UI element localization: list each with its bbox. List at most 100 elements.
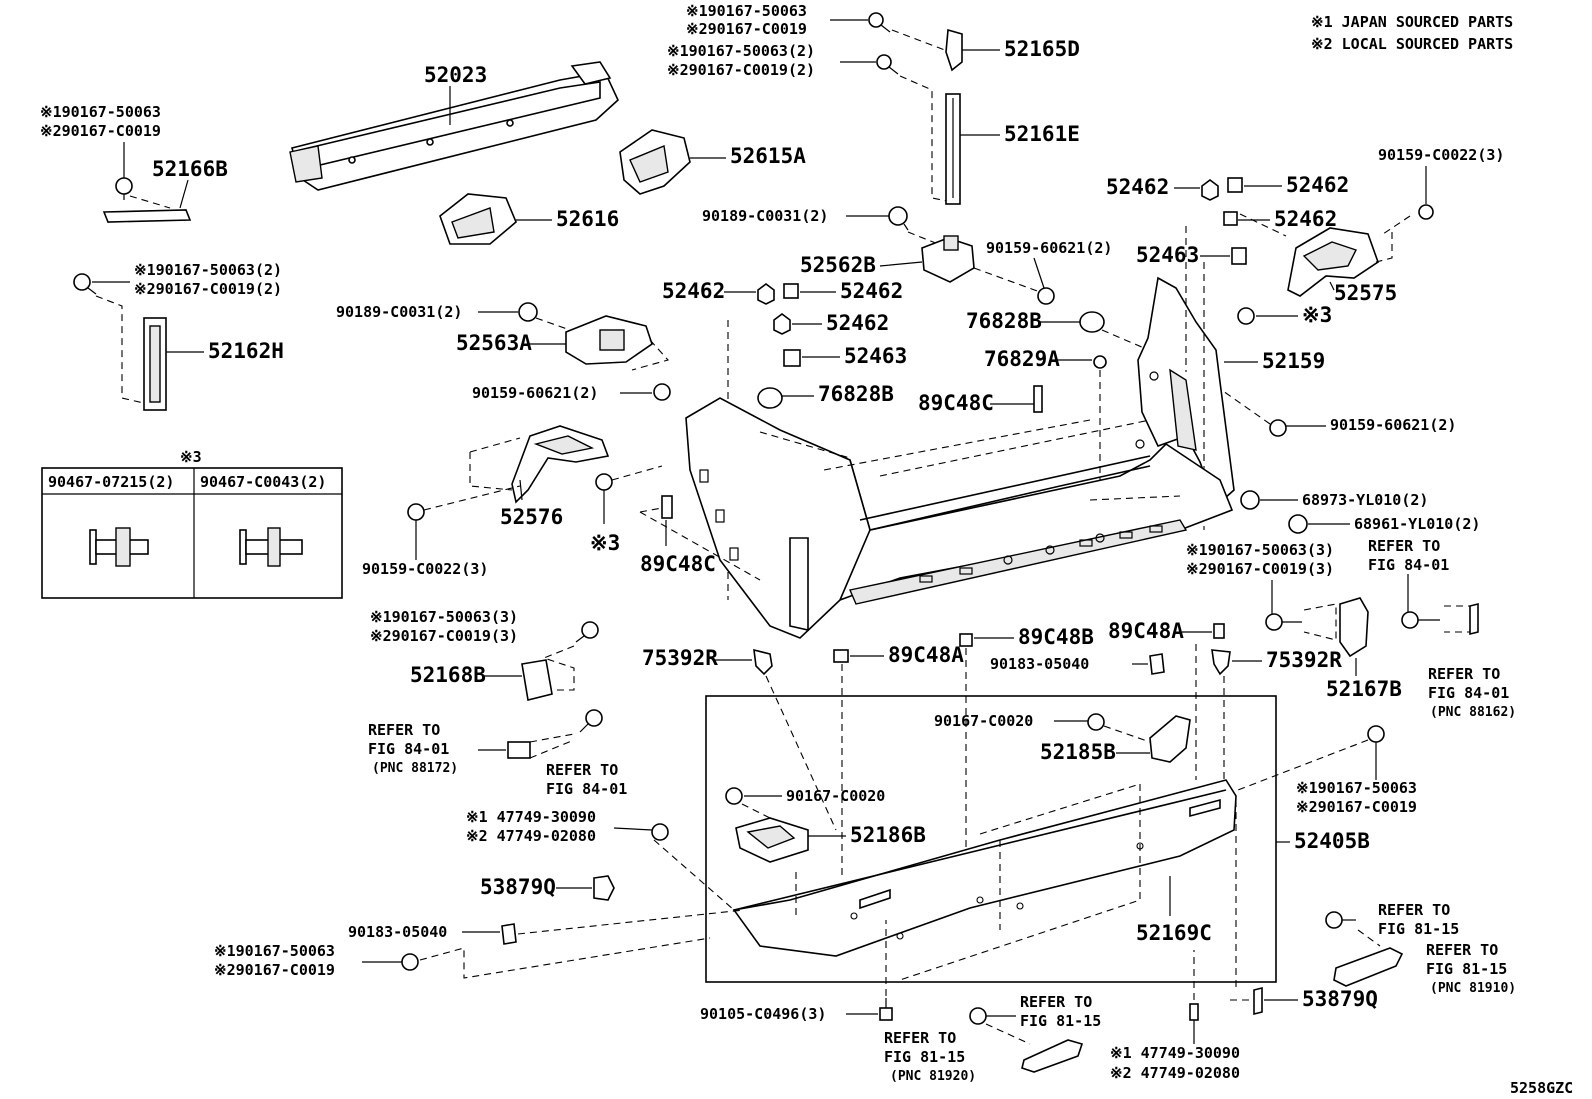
refer-84-01-d1: REFER TO (546, 761, 618, 779)
label-52168b: 52168B (410, 663, 486, 687)
refer-81-15-a2: FIG 81-15 (1378, 920, 1459, 938)
label-52186b: 52186B (850, 823, 926, 847)
screw-icon (1237, 307, 1255, 325)
screw-icon (1269, 419, 1287, 437)
label-47749-c: ※1 47749-30090 (1110, 1044, 1240, 1062)
clip-icon (1469, 602, 1479, 636)
bracket-52576 (511, 425, 610, 504)
connector-icon (507, 741, 531, 759)
screw-icon (1367, 725, 1385, 780)
label-52159: 52159 (1262, 349, 1325, 373)
screw-icon (868, 12, 891, 33)
label-90183-05040-b: 90183-05040 (348, 923, 447, 941)
reflector-53879q (593, 875, 615, 901)
label-68973: 68973-YL010(2) (1302, 491, 1428, 509)
label-52168b-b: ※290167-C0019(3) (370, 627, 518, 645)
label-90159-60621-c: 90159-60621(2) (1330, 416, 1456, 434)
screw-icon (595, 473, 613, 491)
clip-icon (783, 349, 801, 367)
screw-icon (518, 302, 538, 322)
refer-84-01-a1: REFER TO (1368, 537, 1440, 555)
label-53879q-b: 53879Q (1302, 987, 1378, 1011)
clip-icon (959, 633, 973, 647)
screw-icon (575, 621, 599, 643)
nut-icon (1201, 179, 1219, 201)
label-52405b: 52405B (1294, 829, 1370, 853)
label-89c48b: 89C48B (1018, 625, 1094, 649)
label-52165d-c: ※190167-50063(2) (667, 42, 815, 60)
label-52405b-a: ※190167-50063 (1296, 779, 1417, 797)
screw-icon (1418, 204, 1434, 220)
label-90167-c0020-a: 90167-C0020 (934, 712, 1033, 730)
legend-table (41, 467, 343, 599)
screw-icon (725, 787, 743, 805)
label-89c48a-b: 89C48A (1108, 619, 1184, 643)
sensor-bracket-52563a (565, 315, 653, 365)
seal-52166b (102, 209, 192, 223)
label-52165d-b: ※290167-C0019 (686, 20, 807, 38)
label-90105-c0496: 90105-C0496(3) (700, 1005, 826, 1023)
label-90189-c0031-a: 90189-C0031(2) (702, 207, 828, 225)
clip-icon (239, 527, 303, 567)
clip-icon (753, 648, 773, 676)
clip-icon (1231, 247, 1247, 265)
label-marker3-b: ※3 (590, 531, 620, 555)
screw-icon (1325, 911, 1356, 929)
cover-52167b (1339, 597, 1369, 658)
label-52168b-a: ※190167-50063(3) (370, 608, 518, 626)
legend-marker: ※3 (180, 448, 202, 466)
label-76829a: 76829A (984, 347, 1060, 371)
retainer-52159 (1137, 276, 1235, 508)
pnc-81920: (PNC 81920) (890, 1069, 976, 1084)
clip-icon (1211, 649, 1231, 676)
clip-icon (89, 527, 149, 567)
clip-52165d (945, 28, 963, 72)
label-52162h-b: ※290167-C0019(2) (134, 280, 282, 298)
nut-icon (1227, 177, 1243, 193)
label-52405b-b: ※290167-C0019 (1296, 798, 1417, 816)
screw-icon (876, 54, 899, 75)
nut-icon (1288, 514, 1308, 534)
clip-icon (833, 649, 849, 663)
label-bot-b: ※290167-C0019 (214, 961, 335, 979)
screw-icon (401, 953, 419, 971)
label-53879q-a: 53879Q (480, 875, 556, 899)
screw-icon (653, 383, 671, 401)
screw-icon (1087, 713, 1105, 731)
label-bot-a: ※190167-50063 (214, 942, 335, 960)
assembly-box-52405b (705, 695, 1277, 983)
label-90167-c0020-b: 90167-C0020 (786, 787, 885, 805)
label-76828b-b: 76828B (818, 382, 894, 406)
pnc-81910: (PNC 81910) (1430, 981, 1516, 996)
lower-spoiler-52169c (732, 779, 1237, 957)
legend-col2: 90467-C0043(2) (200, 473, 326, 491)
label-52169c: 52169C (1136, 921, 1212, 945)
label-47749-a: ※1 47749-30090 (466, 808, 596, 826)
bracket-52616 (439, 193, 517, 245)
diagram-code: 5258GZC (1510, 1079, 1573, 1097)
label-52462-5: 52462 (840, 279, 903, 303)
label-52576: 52576 (500, 505, 563, 529)
label-89c48c-a: 89C48C (918, 391, 994, 415)
refer-81-15-c1: REFER TO (1020, 993, 1092, 1011)
label-52166b: 52166B (152, 157, 228, 181)
label-52563a: 52563A (456, 331, 532, 355)
pnc-88172: (PNC 88172) (372, 761, 458, 776)
label-52166b-b: ※290167-C0019 (40, 122, 161, 140)
clip-icon (661, 495, 673, 519)
screw-icon (969, 1007, 1016, 1025)
screw-icon (73, 273, 97, 295)
label-90159-c0022-b: 90159-C0022(3) (362, 560, 488, 578)
label-52162h: 52162H (208, 339, 284, 363)
bumper-cover (685, 371, 1234, 639)
label-52166b-a: ※190167-50063 (40, 103, 161, 121)
label-52562b: 52562B (800, 253, 876, 277)
legend-col1: 90467-07215(2) (48, 473, 174, 491)
label-52462-2: 52462 (1286, 173, 1349, 197)
label-marker3-a: ※3 (1302, 303, 1332, 327)
screw-icon (888, 206, 909, 231)
screw-icon (115, 177, 133, 200)
label-52616: 52616 (556, 207, 619, 231)
nut-icon (783, 283, 799, 299)
